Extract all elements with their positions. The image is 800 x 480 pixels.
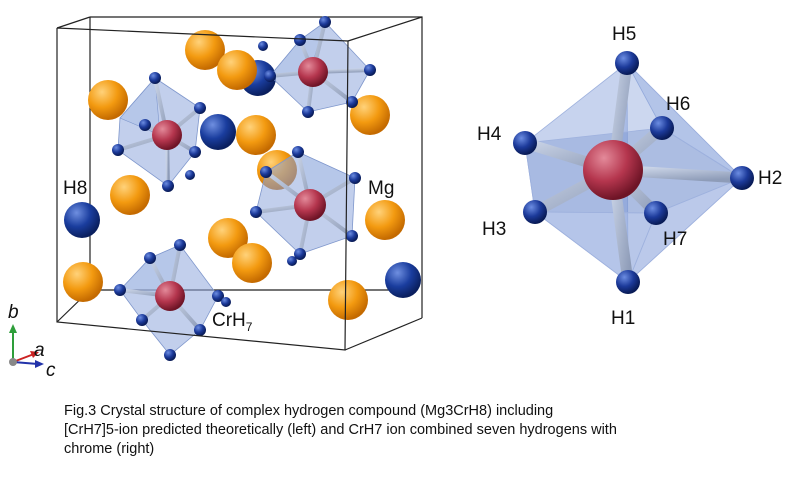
b-axis-label: b (8, 302, 19, 323)
c-axis-arrow (12, 361, 39, 365)
mg-atom (208, 218, 248, 258)
cr-atom (294, 189, 326, 221)
axes-origin (9, 358, 17, 366)
h8-atom (64, 202, 100, 238)
h8-atom (385, 262, 421, 298)
mg-atom (236, 115, 276, 155)
caption-line-2: [CrH7]5-ion predicted theoretically (lef… (64, 422, 617, 438)
h3-label: H3 (482, 219, 506, 240)
crh7-polyhedron (258, 16, 376, 118)
h5-atom (615, 51, 639, 75)
mg-atom (350, 95, 390, 135)
h2-atom (730, 166, 754, 190)
cr-atom (583, 140, 643, 200)
cr-atom (152, 120, 182, 150)
a-axis-label: a (34, 340, 45, 361)
mg-atom (217, 50, 257, 90)
mg-atom (365, 200, 405, 240)
crh7-polyhedron (114, 239, 231, 361)
c-axis-label: c (46, 360, 56, 381)
mg-atoms-back (63, 30, 390, 302)
axes-indicator: b a c (8, 302, 56, 381)
cell-edge-top-left (56, 16, 91, 29)
mg-atom (232, 243, 272, 283)
cr-atom (155, 281, 185, 311)
h1-atom (616, 270, 640, 294)
mg-atom (328, 280, 368, 320)
h4-label: H4 (477, 124, 502, 145)
polyhedron-face (627, 177, 743, 283)
caption-line-1: Fig.3 Crystal structure of complex hydro… (64, 403, 554, 419)
h6-atom (650, 116, 674, 140)
mg-atom (63, 262, 103, 302)
mg-atom (185, 30, 225, 70)
cr-atom (298, 57, 328, 87)
figure-caption: Fig.3 Crystal structure of complex hydro… (64, 402, 784, 459)
crh7-polyhedron (112, 72, 206, 192)
crh7-label: CrH7 (212, 310, 253, 334)
crh7-polyhedron (250, 146, 361, 266)
h1-label: H1 (611, 308, 635, 329)
mg-label: Mg (368, 178, 394, 199)
cell-edge-top-right (347, 16, 423, 42)
h5-label: H5 (612, 24, 636, 45)
h8-label: H8 (63, 178, 87, 199)
h7-atom (644, 201, 668, 225)
h4-atom (513, 131, 537, 155)
h6-label: H6 (666, 94, 690, 115)
crh7-ion: H5 H6 H4 H2 H3 H7 H1 (477, 24, 782, 329)
h2-label: H2 (758, 168, 782, 189)
cell-edge-bottom-right (344, 317, 423, 351)
h8-atom (200, 114, 236, 150)
caption-line-3: chrome (right) (64, 441, 155, 457)
unit-cell-front (56, 27, 349, 351)
h3-atom (523, 200, 547, 224)
mg-atom (110, 175, 150, 215)
mg-atom (88, 80, 128, 120)
h7-label: H7 (663, 229, 687, 250)
